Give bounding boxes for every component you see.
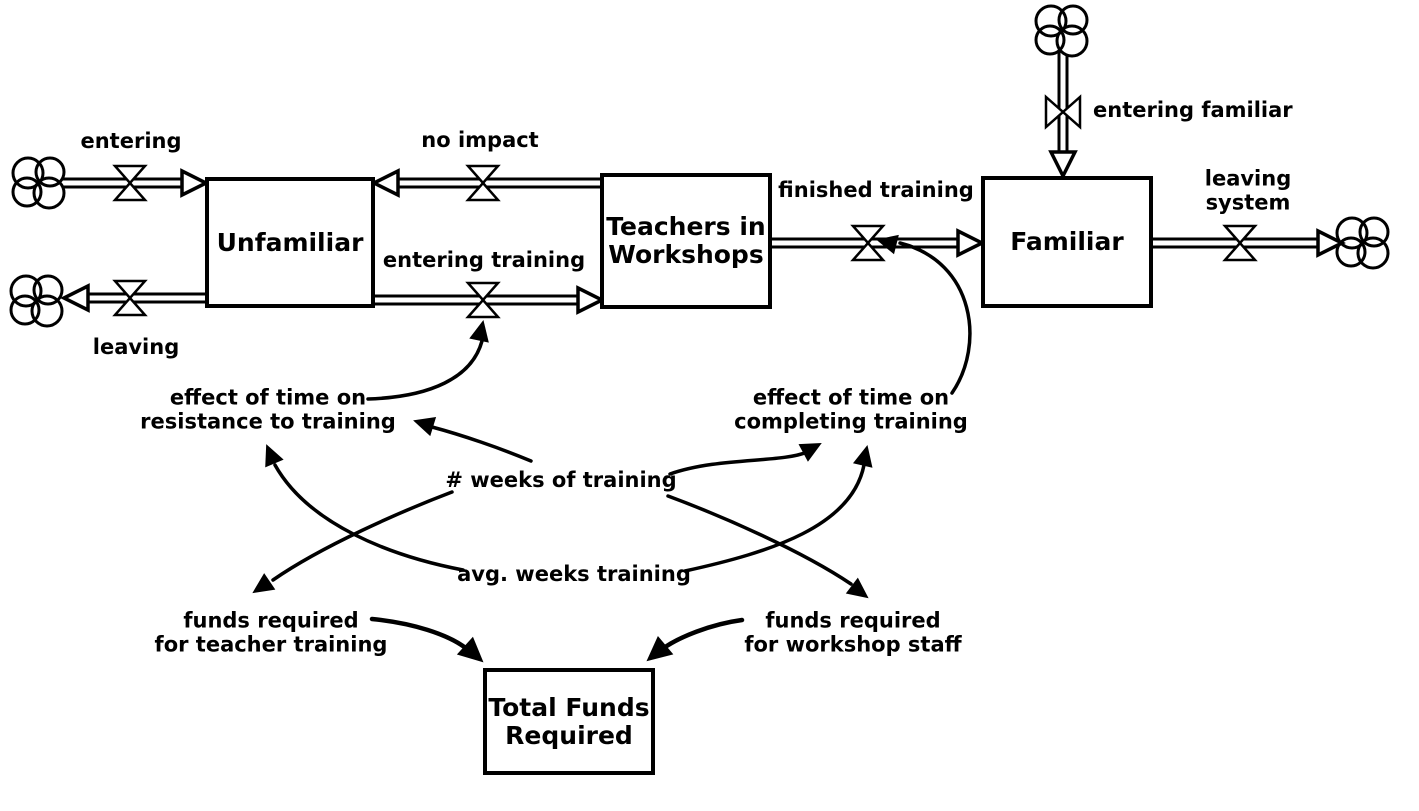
stock-total-funds-required-label: Total Funds Required — [488, 692, 650, 750]
flow-label-no-impact[interactable]: no impact — [421, 128, 539, 153]
connector-weeks-to-funds-teacher[interactable] — [247, 490, 454, 601]
flow-arrowhead-leaving-system-icon — [1316, 228, 1346, 258]
converter-num-weeks-training[interactable]: # weeks of training — [445, 468, 677, 493]
converter-avg-weeks-training[interactable]: avg. weeks training — [457, 562, 691, 587]
flow-arrowhead-entering-training-icon — [576, 285, 606, 315]
flow-label-leaving-system[interactable]: leaving system — [1204, 166, 1292, 214]
connector-avg-weeks-to-resistance[interactable] — [257, 440, 465, 572]
valve-entering-icon[interactable] — [112, 164, 148, 202]
valve-entering-training-icon[interactable] — [465, 281, 501, 319]
connector-arrowhead-icon — [798, 443, 822, 462]
connector-arrowhead-icon — [265, 444, 284, 468]
connector-arrowhead-icon — [876, 234, 899, 255]
converter-effect-completing[interactable]: effect of time on completing training — [734, 385, 968, 433]
cloud-sink-leaving-icon[interactable] — [9, 274, 64, 328]
connector-arrowhead-icon — [646, 636, 674, 662]
connector-arrowhead-icon — [252, 573, 276, 594]
flow-arrowhead-leaving-icon — [60, 283, 90, 313]
flow-label-finished-training[interactable]: finished training — [778, 178, 974, 203]
stock-teachers-in-workshops[interactable]: Teachers in Workshops — [600, 173, 772, 309]
stock-familiar[interactable]: Familiar — [981, 176, 1153, 308]
cloud-source-entering-icon[interactable] — [11, 156, 66, 210]
connector-arrowhead-icon — [852, 445, 873, 468]
connector-weeks-to-completing[interactable] — [668, 434, 826, 476]
connector-completing-to-finished-training-valve[interactable] — [874, 230, 972, 395]
valve-leaving-icon[interactable] — [112, 279, 148, 317]
stock-teachers-in-workshops-label: Teachers in Workshops — [606, 212, 766, 269]
converter-effect-resistance[interactable]: effect of time on resistance to training — [140, 385, 396, 433]
flow-arrowhead-entering-familiar-icon — [1048, 150, 1078, 180]
connector-weeks-to-funds-workshop[interactable] — [666, 494, 875, 606]
flow-label-entering-familiar[interactable]: entering familiar — [1093, 98, 1293, 123]
connector-weeks-to-resistance[interactable] — [410, 411, 533, 463]
connector-avg-weeks-to-completing[interactable] — [683, 443, 877, 573]
valve-entering-familiar-icon[interactable] — [1044, 94, 1082, 130]
flow-arrowhead-finished-training-icon — [956, 228, 986, 258]
stock-unfamiliar[interactable]: Unfamiliar — [205, 177, 375, 308]
valve-finished-training-icon[interactable] — [850, 224, 886, 262]
valve-leaving-system-icon[interactable] — [1222, 224, 1258, 262]
stock-unfamiliar-label: Unfamiliar — [216, 227, 364, 257]
connector-resistance-to-entering-training-valve[interactable] — [366, 318, 493, 401]
converter-funds-teacher[interactable]: funds required for teacher training — [154, 608, 388, 656]
flow-label-entering[interactable]: entering — [80, 129, 182, 154]
converter-funds-workshop[interactable]: funds required for workshop staff — [744, 608, 962, 656]
stock-familiar-label: Familiar — [1010, 227, 1124, 256]
connector-funds-teacher-to-total-funds[interactable] — [369, 616, 492, 671]
connector-funds-workshop-to-total-funds[interactable] — [639, 617, 745, 670]
connector-arrowhead-icon — [469, 320, 489, 343]
cloud-sink-leaving-system-icon[interactable] — [1335, 216, 1390, 270]
cloud-source-entering-familiar-icon[interactable] — [1034, 4, 1089, 58]
stock-total-funds-required[interactable]: Total Funds Required — [483, 668, 655, 775]
flow-label-leaving[interactable]: leaving — [92, 335, 180, 360]
connector-arrowhead-icon — [845, 577, 869, 599]
connector-arrowhead-icon — [456, 636, 484, 663]
valve-no-impact-icon[interactable] — [465, 164, 501, 202]
flow-label-entering-training[interactable]: entering training — [382, 248, 586, 273]
flow-arrowhead-entering-icon — [180, 168, 210, 198]
flow-arrowhead-no-impact-icon — [370, 168, 400, 198]
connector-arrowhead-icon — [413, 416, 437, 437]
